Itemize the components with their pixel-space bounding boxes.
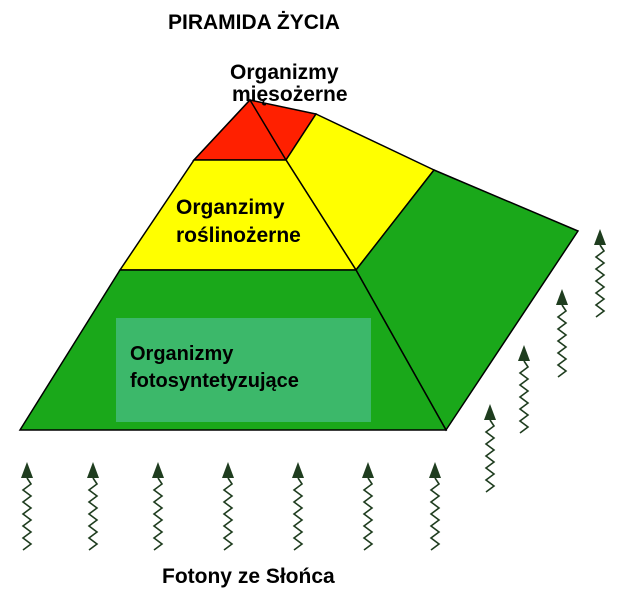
photon-arrow-wave-5 bbox=[292, 477, 304, 551]
photon-arrow-head-4 bbox=[222, 462, 234, 478]
level-label-carnivores-line2: mięsożerne bbox=[232, 83, 348, 106]
photon-arrow-head-5 bbox=[292, 462, 304, 478]
level-label-producers: Organizmy fotosyntetyzujące bbox=[130, 341, 299, 395]
photon-arrows bbox=[21, 229, 606, 551]
photon-arrow-wave-10 bbox=[556, 304, 568, 378]
photon-arrow-head-10 bbox=[556, 289, 568, 305]
level-label-producers-line1: Organizmy bbox=[130, 343, 234, 365]
level-label-carnivores-line1: Organizmy bbox=[230, 62, 449, 84]
photon-arrow-head-9 bbox=[518, 345, 530, 361]
photon-arrow-head-8 bbox=[484, 404, 496, 420]
photon-arrow-wave-6 bbox=[362, 477, 374, 551]
level-label-producers-line2: fotosyntetyzujące bbox=[130, 370, 299, 392]
photon-arrow-head-11 bbox=[594, 229, 606, 245]
photon-arrow-wave-4 bbox=[222, 477, 234, 551]
photon-arrow-head-1 bbox=[21, 462, 33, 478]
photon-arrow-wave-2 bbox=[87, 477, 99, 551]
photon-arrow-head-6 bbox=[362, 462, 374, 478]
photon-arrow-head-2 bbox=[87, 462, 99, 478]
level-label-herbivores: Organzimy roślinożerne bbox=[176, 194, 301, 250]
photon-arrow-wave-7 bbox=[429, 477, 441, 551]
photon-arrow-wave-8 bbox=[484, 419, 496, 493]
photon-arrow-head-7 bbox=[429, 462, 441, 478]
diagram-title: PIRAMIDA ŻYCIA bbox=[88, 4, 444, 50]
photon-arrow-wave-3 bbox=[152, 477, 164, 551]
level-label-herbivores-line2: roślinożerne bbox=[176, 224, 301, 247]
level-label-herbivores-line1: Organzimy bbox=[176, 196, 285, 219]
footer-label: Fotony ze Słońca bbox=[120, 562, 382, 594]
photon-arrow-wave-1 bbox=[21, 477, 33, 551]
level-label-carnivores: Organizmy mięsożerne bbox=[222, 62, 462, 106]
base-label-box bbox=[116, 318, 371, 422]
photon-arrow-wave-9 bbox=[518, 360, 530, 434]
photon-arrow-wave-11 bbox=[594, 244, 606, 318]
photon-arrow-head-3 bbox=[152, 462, 164, 478]
